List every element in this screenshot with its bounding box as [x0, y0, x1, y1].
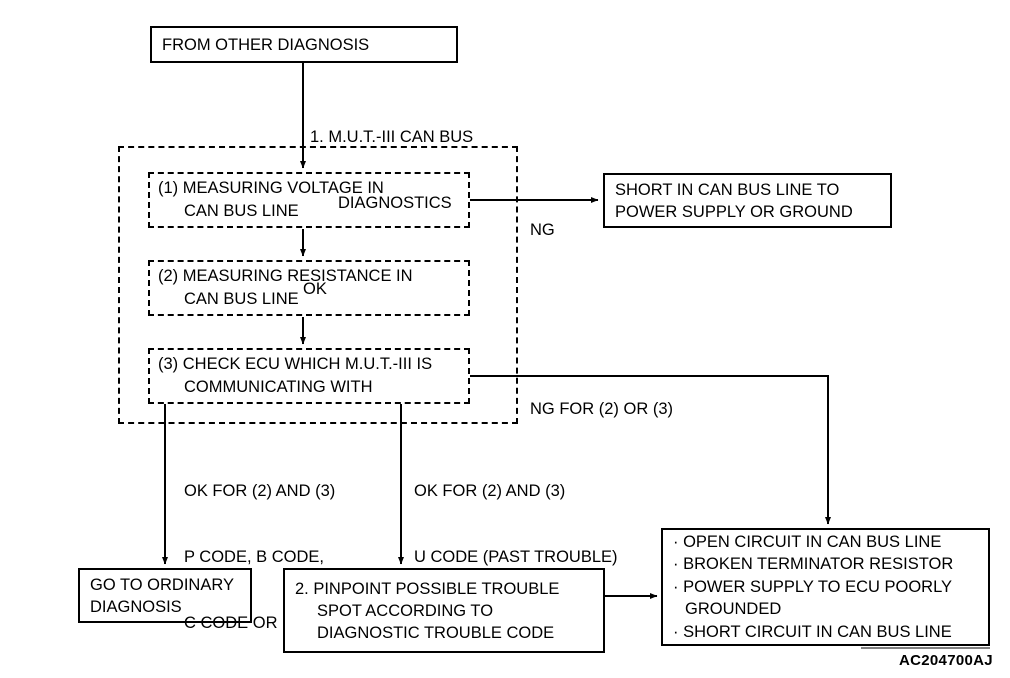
edge-label-ok-left-line3: C CODE OR: [184, 614, 278, 632]
edge-label-ok-voltage-text: OK: [303, 280, 327, 298]
node-check-ecu-line2: COMMUNICATING WITH: [184, 378, 373, 396]
node-check-ecu-line1: (3) CHECK ECU WHICH M.U.T.-III IS: [158, 355, 433, 373]
node-short-in-can-bus-line-line2: POWER SUPPLY OR GROUND: [615, 202, 853, 221]
node-go-to-ordinary-diagnosis-line1: GO TO ORDINARY: [90, 575, 234, 594]
edge-label-ok-middle-line1: OK FOR (2) AND (3): [414, 482, 566, 500]
edge-label-ng-for-2-or-3-text: NG FOR (2) OR (3): [530, 400, 673, 418]
node-measuring-resistance-line1: (2) MEASURING RESISTANCE IN: [158, 267, 413, 285]
edge-label-ok-middle-branch: OK FOR (2) AND (3) U CODE (PAST TROUBLE): [414, 436, 618, 612]
cause-item-power-supply-grounded: GROUNDED: [685, 600, 782, 619]
edge-label-ng-voltage: NG: [530, 175, 555, 285]
edge-label-mut-diagnostics: 1. M.U.T.-III CAN BUS DIAGNOSTICS: [310, 82, 473, 258]
cause-item-power-supply-poorly: · POWER SUPPLY TO ECU POORLY: [673, 577, 953, 596]
node-short-in-can-bus-line[interactable]: SHORT IN CAN BUS LINE TO POWER SUPPLY OR…: [603, 173, 892, 228]
edge-label-ok-left-line1: OK FOR (2) AND (3): [184, 482, 336, 500]
node-measuring-resistance-line2: CAN BUS LINE: [184, 290, 299, 308]
node-go-to-ordinary-diagnosis-line2: DIAGNOSIS: [90, 597, 182, 616]
node-measuring-resistance[interactable]: (2) MEASURING RESISTANCE IN CAN BUS LINE: [148, 260, 470, 316]
node-from-other-diagnosis-label: FROM OTHER DIAGNOSIS: [162, 35, 370, 54]
edge-label-ok-voltage: OK: [303, 234, 327, 344]
node-pinpoint-line2: SPOT ACCORDING TO: [317, 601, 494, 620]
cause-item-open-circuit: · OPEN CIRCUIT IN CAN BUS LINE: [673, 532, 942, 551]
node-check-ecu[interactable]: (3) CHECK ECU WHICH M.U.T.-III IS COMMUN…: [148, 348, 470, 404]
node-measuring-voltage[interactable]: (1) MEASURING VOLTAGE IN CAN BUS LINE: [148, 172, 470, 228]
node-pinpoint-line1: 2. PINPOINT POSSIBLE TROUBLE: [295, 579, 560, 598]
edge-label-ok-left-line2: P CODE, B CODE,: [184, 548, 324, 566]
node-measuring-voltage-line1: (1) MEASURING VOLTAGE IN: [158, 179, 384, 197]
node-from-other-diagnosis[interactable]: FROM OTHER DIAGNOSIS: [150, 26, 458, 63]
edge-label-ok-middle-line2: U CODE (PAST TROUBLE): [414, 548, 618, 566]
cause-item-broken-terminator: · BROKEN TERMINATOR RESISTOR: [673, 555, 954, 574]
cause-item-short-circuit: · SHORT CIRCUIT IN CAN BUS LINE: [673, 622, 952, 641]
node-short-in-can-bus-line-line1: SHORT IN CAN BUS LINE TO: [615, 180, 840, 199]
node-pinpoint-possible-trouble[interactable]: 2. PINPOINT POSSIBLE TROUBLE SPOT ACCORD…: [283, 568, 605, 653]
edge-label-ng-voltage-text: NG: [530, 221, 555, 239]
edge-label-mut-diagnostics-line1: 1. M.U.T.-III CAN BUS: [310, 128, 474, 146]
node-measuring-voltage-line2: CAN BUS LINE: [184, 202, 299, 220]
node-go-to-ordinary-diagnosis[interactable]: GO TO ORDINARY DIAGNOSIS: [78, 568, 252, 623]
figure-reference-code: AC204700AJ: [899, 652, 993, 669]
node-pinpoint-line3: DIAGNOSTIC TROUBLE CODE: [317, 623, 555, 642]
node-possible-causes-list[interactable]: · OPEN CIRCUIT IN CAN BUS LINE · BROKEN …: [661, 528, 990, 646]
edge-label-mut-diagnostics-line2: DIAGNOSTICS: [338, 194, 452, 212]
edge-label-ok-left-branch: OK FOR (2) AND (3) P CODE, B CODE, C COD…: [184, 436, 339, 678]
